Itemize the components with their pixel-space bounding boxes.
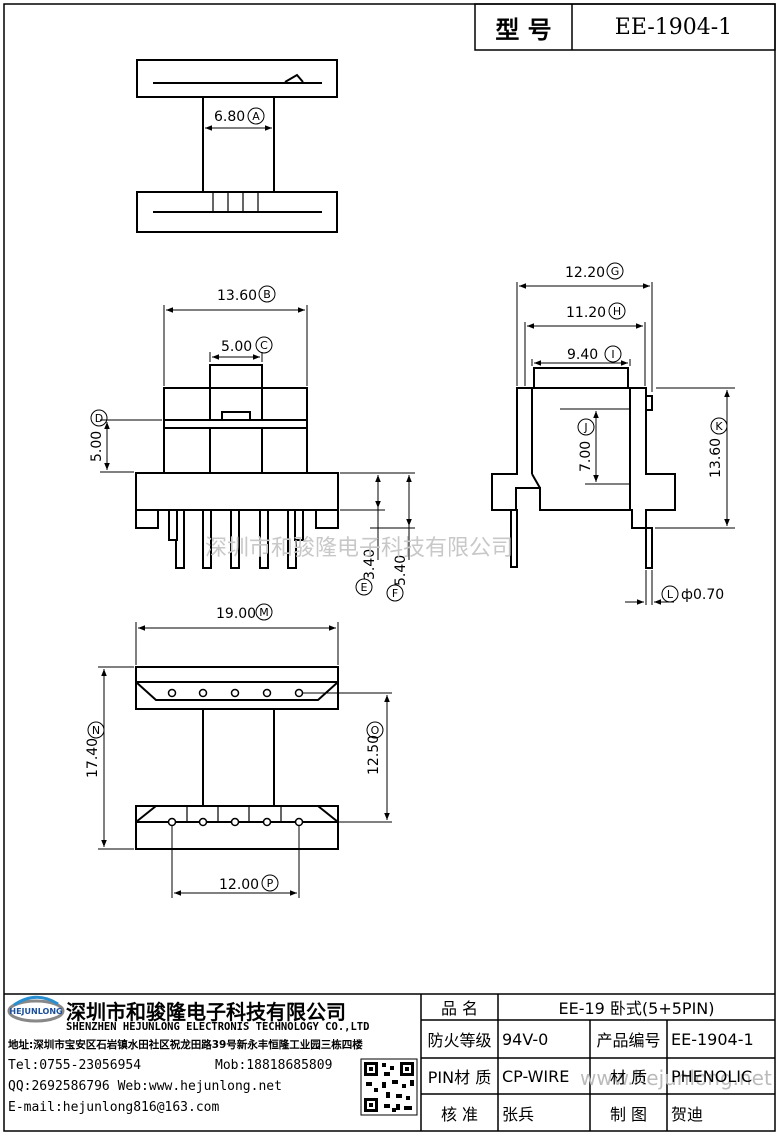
company-name-cn: 深圳市和骏隆电子科技有限公司 — [66, 1000, 346, 1024]
checker-label: 核 准 — [440, 1104, 479, 1124]
title-block-grid — [4, 3, 776, 1131]
side-dims — [516, 262, 735, 605]
ref-K: K — [715, 420, 723, 433]
company-logo-icon: HEJUNLONG — [7, 995, 65, 1023]
dim-O-value: 12.50 — [366, 735, 382, 775]
company-qq-web: QQ:2692586796 Web:www.hejunlong.net — [8, 1079, 282, 1094]
ref-E: E — [361, 581, 368, 594]
dim-L-value: ф0.70 — [681, 587, 724, 603]
company-tel: Tel:0755-23056954 — [8, 1058, 142, 1073]
product-name-label: 品 名 — [440, 999, 479, 1018]
ref-L: L — [667, 588, 674, 601]
dim-A-value: 6.80 — [214, 109, 245, 125]
company-name-en: SHENZHEN HEJUNLONG ELECTRONIS TECHNOLOGY… — [66, 1021, 370, 1033]
ref-F: F — [392, 587, 398, 600]
pin-material-value: CP-WIRE — [502, 1066, 570, 1086]
flame-rating-label: 防火等级 — [427, 1031, 492, 1050]
dim-J-value: 7.00 — [578, 441, 594, 472]
ref-G: G — [611, 265, 620, 278]
ref-I: I — [611, 348, 614, 361]
dim-E-value: 3.40 — [362, 549, 378, 580]
dim-H-value: 11.20 — [566, 305, 606, 321]
ref-N: N — [92, 724, 100, 737]
watermark-company: 深圳市和骏隆电子科技有限公司 — [205, 536, 514, 561]
dim-K-value: 13.60 — [708, 438, 724, 478]
model-label: 型 号 — [495, 15, 552, 44]
front-dims — [90, 285, 415, 602]
product-code-value: EE-1904-1 — [671, 1029, 754, 1049]
company-mob: Mob:18818685809 — [215, 1058, 333, 1073]
watermark-url: www.hejunlong.net — [580, 1066, 772, 1090]
ref-J: J — [583, 421, 587, 434]
dim-P-value: 12.00 — [219, 877, 259, 893]
bottom-dims — [87, 603, 392, 898]
ref-H: H — [613, 305, 621, 318]
dim-N-value: 17.40 — [85, 738, 101, 778]
pin-material-label: PIN材 质 — [427, 1068, 492, 1087]
reference-letters: A B C D E F G H I J K L M N O P — [92, 110, 724, 890]
product-code-label: 产品编号 — [596, 1031, 661, 1050]
logo-text: HEJUNLONG — [9, 1007, 62, 1016]
ref-C: C — [260, 339, 268, 352]
drafter-label: 制 图 — [609, 1104, 648, 1124]
dim-D-value: 5.00 — [89, 431, 105, 462]
dim-G-value: 12.20 — [565, 265, 605, 281]
company-email: E-mail:hejunlong816@163.com — [8, 1100, 220, 1115]
dim-B-value: 13.60 — [217, 288, 257, 304]
qr-code-icon — [360, 1058, 418, 1116]
front-view — [135, 364, 339, 569]
ref-O: O — [371, 724, 380, 737]
drafter-value: 贺迪 — [671, 1104, 704, 1124]
product-name-value: EE-19 卧式(5+5PIN) — [558, 999, 715, 1018]
dim-I-value: 9.40 — [567, 347, 598, 363]
company-address: 地址:深圳市宝安区石岩镇水田社区祝龙田路39号新永丰恒隆工业园三栋四楼 — [8, 1039, 363, 1051]
ref-B: B — [263, 288, 271, 301]
checker-value: 张兵 — [502, 1104, 535, 1124]
ref-A: A — [252, 110, 260, 123]
dim-C-value: 5.00 — [221, 339, 252, 355]
ref-D: D — [95, 412, 103, 425]
material-label: 材 质 — [609, 1068, 648, 1087]
top-view — [136, 59, 338, 233]
dimension-values: 6.80 13.60 5.00 5.00 3.40 5.40 12.20 11.… — [85, 109, 724, 893]
pin-holes — [167, 688, 304, 827]
model-value: EE-1904-1 — [614, 14, 733, 40]
ref-M: M — [259, 606, 269, 619]
flame-rating-value: 94V-0 — [502, 1029, 549, 1049]
dim-M-value: 19.00 — [216, 606, 256, 622]
dim-F-value: 5.40 — [393, 555, 409, 586]
dim-A — [205, 107, 272, 131]
material-value: PHENOLIC — [671, 1066, 753, 1086]
side-view — [491, 367, 676, 569]
sheet-border — [3, 3, 776, 1132]
ref-P: P — [267, 877, 274, 890]
